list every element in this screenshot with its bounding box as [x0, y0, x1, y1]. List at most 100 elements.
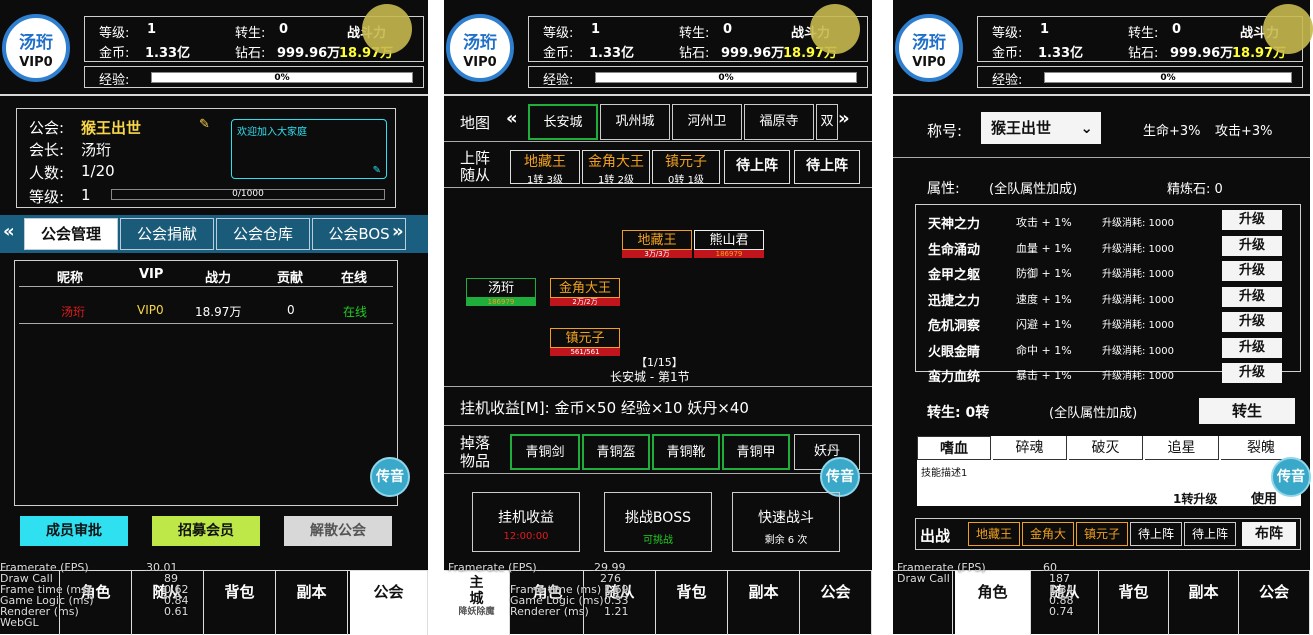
fight-label: 出战 [920, 527, 951, 545]
skill-tab[interactable]: 裂魄 [1221, 436, 1301, 460]
drop-item[interactable]: 青铜盔 [582, 434, 650, 470]
drop-item[interactable]: 青铜靴 [652, 434, 720, 470]
notice-input[interactable]: 欢迎加入大家庭✎ [231, 119, 387, 179]
map-next-icon[interactable]: » [838, 108, 850, 129]
city-changan[interactable]: 长安城 [528, 104, 598, 140]
attr-effect: 暴击 + 1% [1016, 369, 1072, 382]
table-row[interactable]: 汤珩 VIP0 18.97万 0 在线 [15, 303, 397, 325]
fight-slot[interactable]: 地藏王 [968, 522, 1020, 546]
drop-item[interactable]: 青铜甲 [722, 434, 790, 470]
city-fuyuan[interactable]: 福原寺 [744, 104, 814, 140]
upgrade-button[interactable]: 升级 [1222, 286, 1282, 307]
city-gongzhou[interactable]: 巩州城 [600, 104, 670, 140]
city-hezhou[interactable]: 河州卫 [672, 104, 742, 140]
formation-button[interactable]: 布阵 [1242, 522, 1296, 546]
logic-value: 0.88 [1049, 594, 1074, 607]
tab-guild-storage[interactable]: 公会仓库 [216, 218, 310, 250]
upgrade-button[interactable]: 升级 [1222, 235, 1282, 256]
unit-hp: 186979 [466, 298, 536, 306]
use-skill-button[interactable]: 使用 [1251, 492, 1278, 507]
upgrade-button[interactable]: 升级 [1222, 210, 1282, 230]
bottom-nav: 主城降妖除魔 角色 随从 背包 副本 公会 [444, 570, 872, 635]
fight-slot[interactable]: 待上阵 [1130, 522, 1182, 546]
nav-bag[interactable]: 背包 [1099, 571, 1169, 635]
nav-bag[interactable]: 背包 [204, 571, 276, 635]
map-prev-icon[interactable]: « [506, 108, 518, 129]
coin-icon[interactable] [810, 4, 860, 54]
upgrade-button[interactable]: 升级 [1222, 363, 1282, 383]
nav-guild[interactable]: 公会 [350, 571, 428, 635]
logic-value: 0.84 [164, 594, 189, 607]
tab-next-icon[interactable]: » [392, 221, 404, 242]
nav-role[interactable]: 角色 [60, 571, 132, 635]
voice-chat-button[interactable]: 传音 [820, 457, 860, 497]
fight-slot[interactable]: 金角大 [1022, 522, 1074, 546]
upgrade-button[interactable]: 升级 [1222, 337, 1282, 358]
bottom-nav: 角色 随从 背包 副本 公会 [0, 570, 428, 635]
skill-tab[interactable]: 破灭 [1069, 436, 1143, 460]
voice-chat-button[interactable]: 传音 [370, 457, 410, 497]
member-contrib: 0 [287, 303, 295, 317]
quick-battle-button[interactable]: 快速战斗剩余 6 次 [732, 492, 840, 552]
nav-main-city[interactable] [0, 571, 60, 635]
gold-value: 1.33亿 [145, 46, 191, 61]
rebirth-button[interactable]: 转生 [1199, 398, 1295, 424]
coin-icon[interactable] [1263, 4, 1313, 54]
recruit-button[interactable]: 招募会员 [152, 516, 260, 546]
approve-button[interactable]: 成员审批 [20, 516, 128, 546]
skill-tab[interactable]: 嗜血 [917, 436, 991, 460]
fight-slot[interactable]: 待上阵 [1184, 522, 1236, 546]
nav-dungeon[interactable]: 副本 [276, 571, 348, 635]
member-table: 昵称 VIP 战力 贡献 在线 汤珩 VIP0 18.97万 0 在线 [14, 260, 398, 506]
nav-role[interactable]: 角色 [955, 571, 1031, 635]
disband-button[interactable]: 解散公会 [284, 516, 392, 546]
nav-bag[interactable]: 背包 [656, 571, 728, 635]
pen-icon[interactable]: ✎ [372, 165, 381, 176]
edit-icon[interactable]: ✎ [199, 117, 210, 132]
drop-item[interactable]: 青铜剑 [510, 434, 580, 470]
tab-prev-icon[interactable]: « [3, 221, 15, 242]
logic-label: Game Logic (ms) [0, 594, 94, 607]
coin-icon[interactable] [362, 4, 412, 54]
nav-guild[interactable]: 公会 [800, 571, 872, 635]
nav-follower[interactable]: 随从 [1031, 571, 1099, 635]
title-select[interactable]: 猴王出世⌄ [981, 112, 1101, 144]
tab-guild-boss[interactable]: 公会BOS [312, 218, 406, 250]
upgrade-button[interactable]: 升级 [1222, 261, 1282, 281]
nav-dungeon[interactable]: 副本 [1169, 571, 1239, 635]
nav-main-sub: 降妖除魔 [458, 607, 495, 617]
nav-dungeon[interactable]: 副本 [728, 571, 800, 635]
team-slot-empty[interactable]: 待上阵 [794, 150, 860, 184]
nav-guild[interactable]: 公会 [1239, 571, 1310, 635]
fight-slot[interactable]: 镇元子 [1076, 522, 1128, 546]
nav-follower[interactable]: 随从 [584, 571, 656, 635]
skill-tab[interactable]: 碎魂 [993, 436, 1067, 460]
nav-follower[interactable]: 随从 [132, 571, 204, 635]
nav-main-city[interactable] [893, 571, 953, 635]
skill-tab[interactable]: 追星 [1145, 436, 1219, 460]
tab-guild-donate[interactable]: 公会捐献 [120, 218, 214, 250]
render-value: 0.61 [164, 605, 189, 618]
city-next[interactable]: 双 [816, 104, 838, 140]
map-label: 地图 [460, 114, 491, 132]
team-slot-empty[interactable]: 待上阵 [724, 150, 790, 184]
nav-role[interactable]: 角色 [512, 571, 584, 635]
nav-main-city[interactable]: 主城降妖除魔 [444, 571, 510, 635]
upgrade-button[interactable]: 升级 [1222, 312, 1282, 332]
tab-guild-manage[interactable]: 公会管理 [24, 218, 118, 250]
voice-chat-button[interactable]: 传音 [1271, 457, 1311, 497]
